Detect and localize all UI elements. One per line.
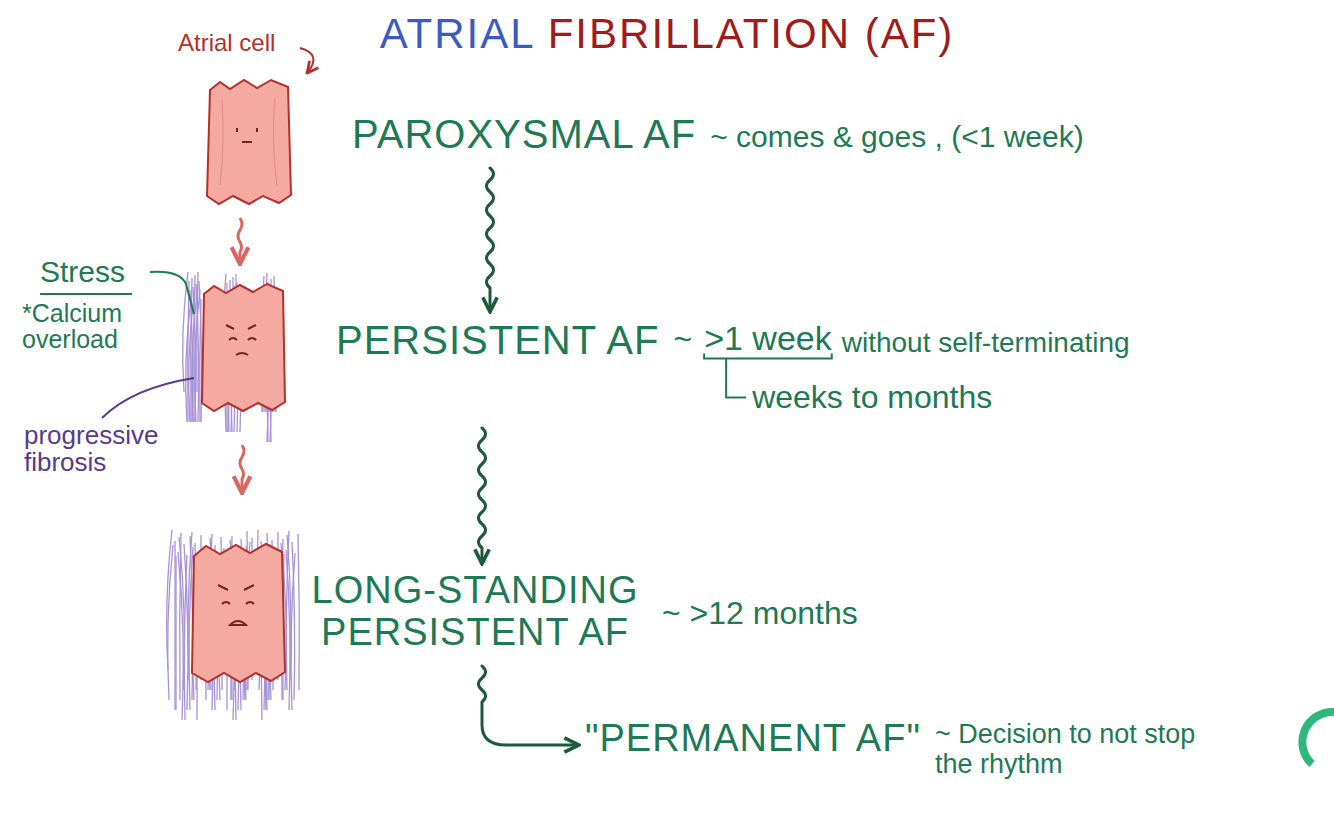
- stage-name: PAROXYSMAL AF: [352, 112, 696, 156]
- stage-node: PERSISTENT AF ~ >1 week without self-termin…: [336, 318, 1134, 420]
- cell-face: [218, 585, 254, 625]
- stage-description: without self-terminating: [842, 328, 1130, 359]
- fibrosis-stroke: [168, 545, 173, 700]
- title-word: ATRIAL: [380, 10, 534, 57]
- underline: [40, 293, 132, 295]
- leader-line: [150, 272, 194, 314]
- logo-arc: [1302, 712, 1334, 764]
- stage-node: PAROXYSMAL AF ~ comes & goes , (<1 week): [352, 112, 1088, 160]
- annotation-label: progressive fibrosis: [24, 422, 174, 477]
- fibrosis-stroke: [195, 290, 200, 422]
- fibrosis-stroke: [298, 534, 299, 690]
- annotation-label: *Calcium overload: [22, 300, 182, 353]
- stage-node: "PERMANENT AF" ~ Decision to not stop the…: [585, 718, 1229, 784]
- annotation-label: Stress: [40, 256, 125, 288]
- annotation-label: Atrial cell: [178, 30, 275, 55]
- stage-description: ~: [673, 322, 692, 357]
- progression-connector: [479, 666, 578, 745]
- stage-description: ~ >12 months: [662, 596, 858, 631]
- progression-arrow: [240, 445, 244, 491]
- stage-name: LONG-STANDING PERSISTENT AF: [300, 570, 650, 654]
- atrial-cell: [207, 80, 291, 204]
- fibrosis-strokes: [167, 272, 300, 720]
- fibrosis-stroke: [179, 537, 184, 690]
- progression-connector: [487, 168, 494, 310]
- stage-description: >1 week: [704, 320, 832, 357]
- stage-description: weeks to months: [752, 380, 992, 415]
- fibrosis-stroke: [197, 272, 198, 392]
- fibrosis-stroke: [174, 541, 175, 710]
- fibrosis-stroke: [175, 556, 176, 710]
- stage-description: ~ comes & goes , (<1 week): [710, 120, 1084, 153]
- stage-node: LONG-STANDING PERSISTENT AF ~ >12 months: [300, 570, 862, 658]
- cell-face: [226, 325, 256, 355]
- title-word: FIBRILLATION: [548, 10, 851, 57]
- title-word: (AF): [865, 10, 955, 57]
- progression-arrow: [238, 218, 242, 262]
- leader-line: [102, 378, 194, 418]
- fibrotic-cell: [192, 544, 285, 682]
- leader-line: [300, 48, 313, 72]
- progression-connector: [479, 428, 486, 562]
- stage-name: "PERMANENT AF": [585, 718, 921, 760]
- fibrosis-stroke: [200, 299, 201, 422]
- cell-texture: [220, 98, 277, 186]
- cell-face: [237, 128, 257, 142]
- fibrosis-stroke: [287, 535, 291, 680]
- stage-name: PERSISTENT AF: [336, 318, 659, 362]
- stressed-cell: [202, 284, 285, 411]
- stage-description: ~ Decision to not stop the rhythm: [935, 720, 1225, 779]
